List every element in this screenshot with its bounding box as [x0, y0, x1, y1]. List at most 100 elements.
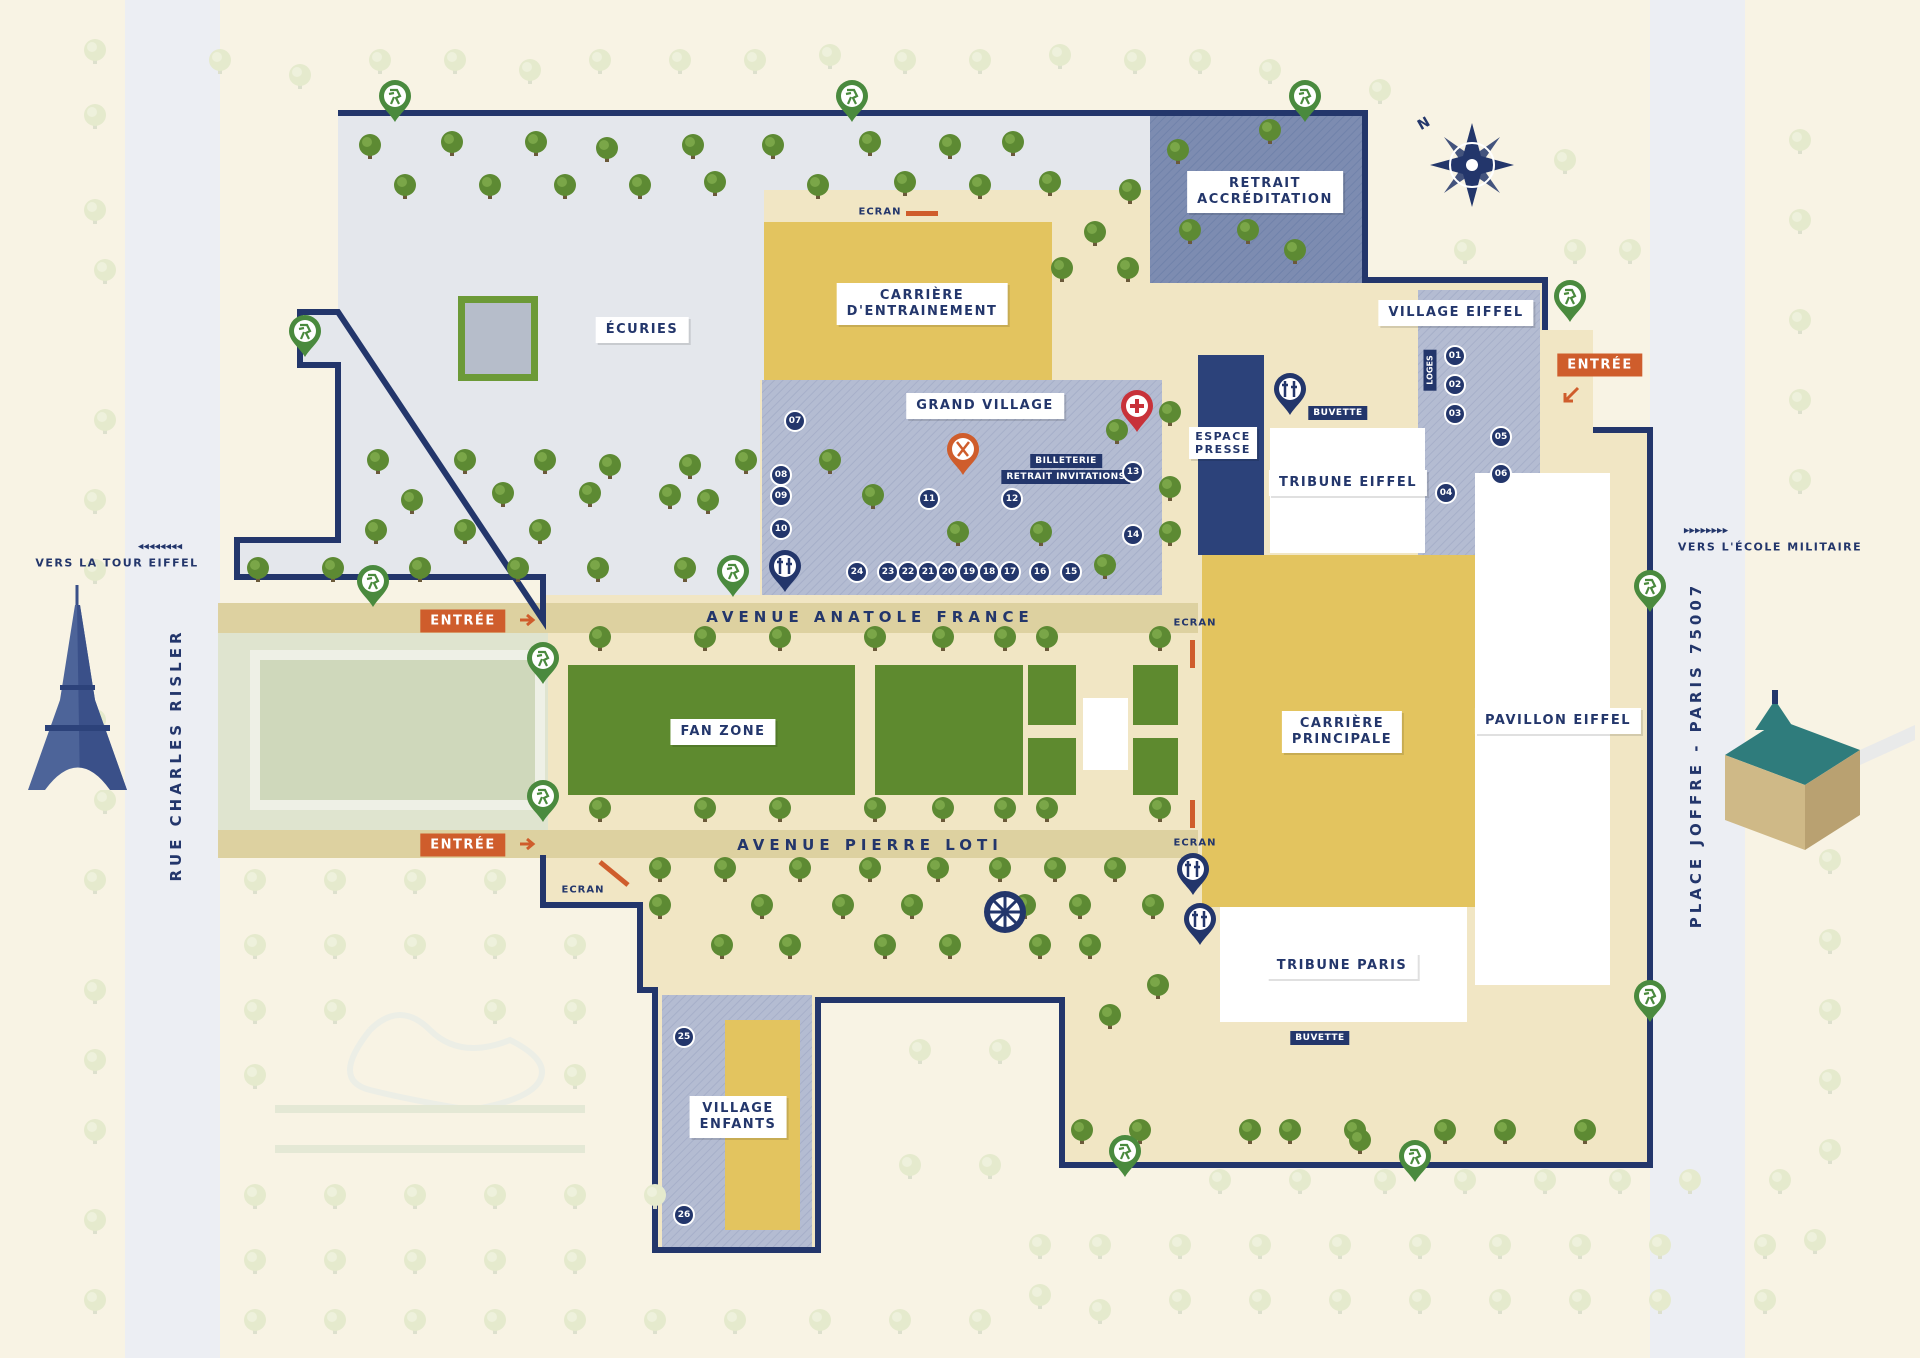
screen-top-bar — [906, 211, 938, 216]
outer-path-curve — [347, 1012, 545, 1114]
tree-inside — [1159, 401, 1181, 426]
entree-top-right: ENTRÉE — [1557, 353, 1643, 377]
tree-inside — [994, 797, 1016, 822]
tree-inside — [947, 521, 969, 546]
tree-inside — [441, 131, 463, 156]
tree-outside — [244, 1184, 266, 1209]
tree-inside — [769, 797, 791, 822]
ecran-left-bottom-label: ECRAN — [561, 884, 605, 896]
tree-inside — [359, 134, 381, 159]
tree-outside — [564, 1184, 586, 1209]
tree-inside — [859, 131, 881, 156]
emergency-exit-icon — [527, 642, 559, 684]
trees-outside — [84, 39, 1841, 1334]
tree-outside — [1209, 1169, 1231, 1194]
outer-alley-2 — [275, 1145, 585, 1153]
tree-outside — [969, 1309, 991, 1334]
screen-left-bottom-bar — [598, 860, 630, 887]
tree-outside — [909, 1039, 931, 1064]
tree-inside — [864, 797, 886, 822]
tree-outside — [324, 934, 346, 959]
tree-outside — [1649, 1289, 1671, 1314]
tree-inside — [587, 557, 609, 582]
tree-inside — [789, 857, 811, 882]
tree-outside — [1569, 1234, 1591, 1259]
avenue-pierre-loti-label: AVENUE PIERRE LOTI — [737, 836, 1003, 854]
entree-left-top-arrow — [520, 613, 536, 627]
tree-inside — [589, 797, 611, 822]
tree-inside — [779, 934, 801, 959]
tree-inside — [1039, 171, 1061, 196]
tree-outside — [1089, 1234, 1111, 1259]
tree-inside — [322, 557, 344, 582]
stand-06: 06 — [1490, 463, 1512, 485]
tree-outside — [1454, 1169, 1476, 1194]
emergency-exit-icon — [717, 555, 749, 597]
tree-inside — [529, 519, 551, 544]
tree-outside — [84, 489, 106, 514]
tree-outside — [289, 64, 311, 89]
tree-inside — [247, 557, 269, 582]
tree-inside — [1149, 626, 1171, 651]
tree-outside — [244, 999, 266, 1024]
buvette-top-tag: BUVETTE — [1308, 406, 1368, 420]
tree-inside — [1159, 521, 1181, 546]
stand-15: 15 — [1060, 561, 1082, 583]
tree-outside — [1169, 1234, 1191, 1259]
tree-inside — [409, 557, 431, 582]
zone-ecuries-label: ÉCURIES — [595, 317, 689, 343]
tree-outside — [1649, 1234, 1671, 1259]
tree-outside — [1789, 469, 1811, 494]
tree-outside — [1189, 49, 1211, 74]
ecran-right-top-label: ECRAN — [1173, 617, 1217, 629]
tree-outside — [744, 49, 766, 74]
lawn-small-2 — [1028, 738, 1076, 795]
tree-inside — [994, 626, 1016, 651]
tree-inside — [479, 174, 501, 199]
tree-inside — [1071, 1119, 1093, 1144]
lawn-small-1 — [1028, 665, 1076, 725]
tree-outside — [1754, 1289, 1776, 1314]
tree-outside — [404, 869, 426, 894]
direction-left-arrows: ◂◂◂◂◂◂◂◂ — [137, 539, 183, 553]
tree-outside — [669, 49, 691, 74]
tree-inside — [365, 519, 387, 544]
tree-inside — [1349, 1129, 1371, 1154]
tree-outside — [979, 1154, 1001, 1179]
tree-inside — [1149, 797, 1171, 822]
tree-outside — [1789, 309, 1811, 334]
avenue-pierre-loti-band — [218, 830, 1198, 858]
tree-outside — [84, 104, 106, 129]
tree-inside — [1259, 119, 1281, 144]
tree-outside — [889, 1309, 911, 1334]
tree-inside — [969, 174, 991, 199]
stand-07: 07 — [784, 410, 806, 432]
toilets-icon — [1274, 373, 1306, 415]
zone-fan-zone-label: FAN ZONE — [670, 719, 776, 745]
tree-inside — [864, 626, 886, 651]
rue-charles-risler-road — [125, 0, 220, 1358]
tree-inside — [859, 857, 881, 882]
tree-inside — [679, 454, 701, 479]
tree-outside — [1769, 1169, 1791, 1194]
lawn-small-4 — [1133, 738, 1178, 795]
tree-inside — [1094, 554, 1116, 579]
tree-outside — [1249, 1289, 1271, 1314]
tree-outside — [1409, 1289, 1431, 1314]
tree-inside — [819, 449, 841, 474]
tree-outside — [324, 1309, 346, 1334]
tree-outside — [1169, 1289, 1191, 1314]
tree-inside — [711, 934, 733, 959]
ecuries-pool — [465, 303, 531, 374]
trees-inside — [247, 119, 1596, 1154]
avenue-anatole-france-label: AVENUE ANATOLE FRANCE — [706, 608, 1034, 626]
tree-outside — [1819, 849, 1841, 874]
tree-outside — [84, 1119, 106, 1144]
tree-inside — [1079, 934, 1101, 959]
tree-outside — [1289, 1169, 1311, 1194]
tree-outside — [969, 49, 991, 74]
tree-outside — [1569, 1289, 1591, 1314]
stand-12: 12 — [1001, 488, 1023, 510]
